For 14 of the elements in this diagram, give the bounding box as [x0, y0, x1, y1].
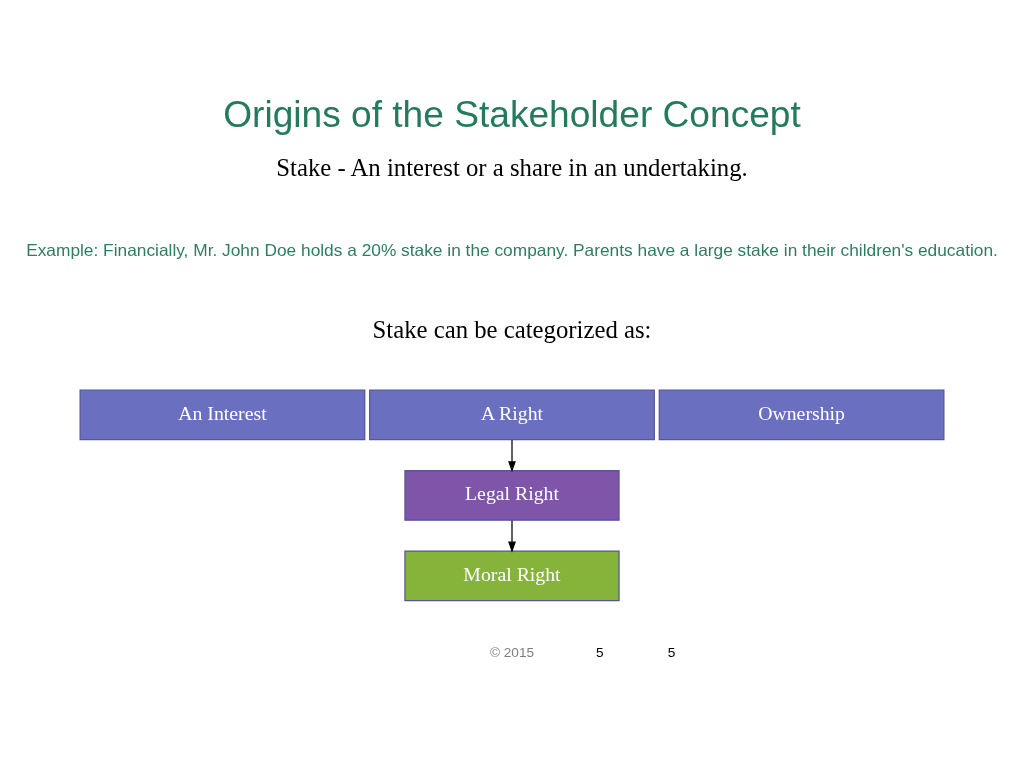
- label: 5: [667, 645, 676, 661]
- arrow: [508, 439, 516, 473]
- node-box: Ownership: [658, 389, 945, 441]
- label: 5: [596, 645, 604, 661]
- arrow: [508, 519, 516, 553]
- node-box: Moral Right: [404, 550, 620, 602]
- label: Stake can be categorized as:: [372, 316, 652, 344]
- diagram-title: Origins of the Stakeholder Concept: [223, 92, 801, 135]
- node-box: An Interest: [79, 389, 366, 441]
- node-box: A Right: [369, 389, 655, 441]
- node-box: Legal Right: [404, 470, 620, 521]
- label: Example: Financially, Mr. John Doe holds a 20% stake in the company. Parents have a large stake in their children's education.: [26, 239, 998, 260]
- label: © 2015: [489, 645, 535, 661]
- label: Stake - An interest or a share in an undertaking.: [276, 154, 748, 182]
